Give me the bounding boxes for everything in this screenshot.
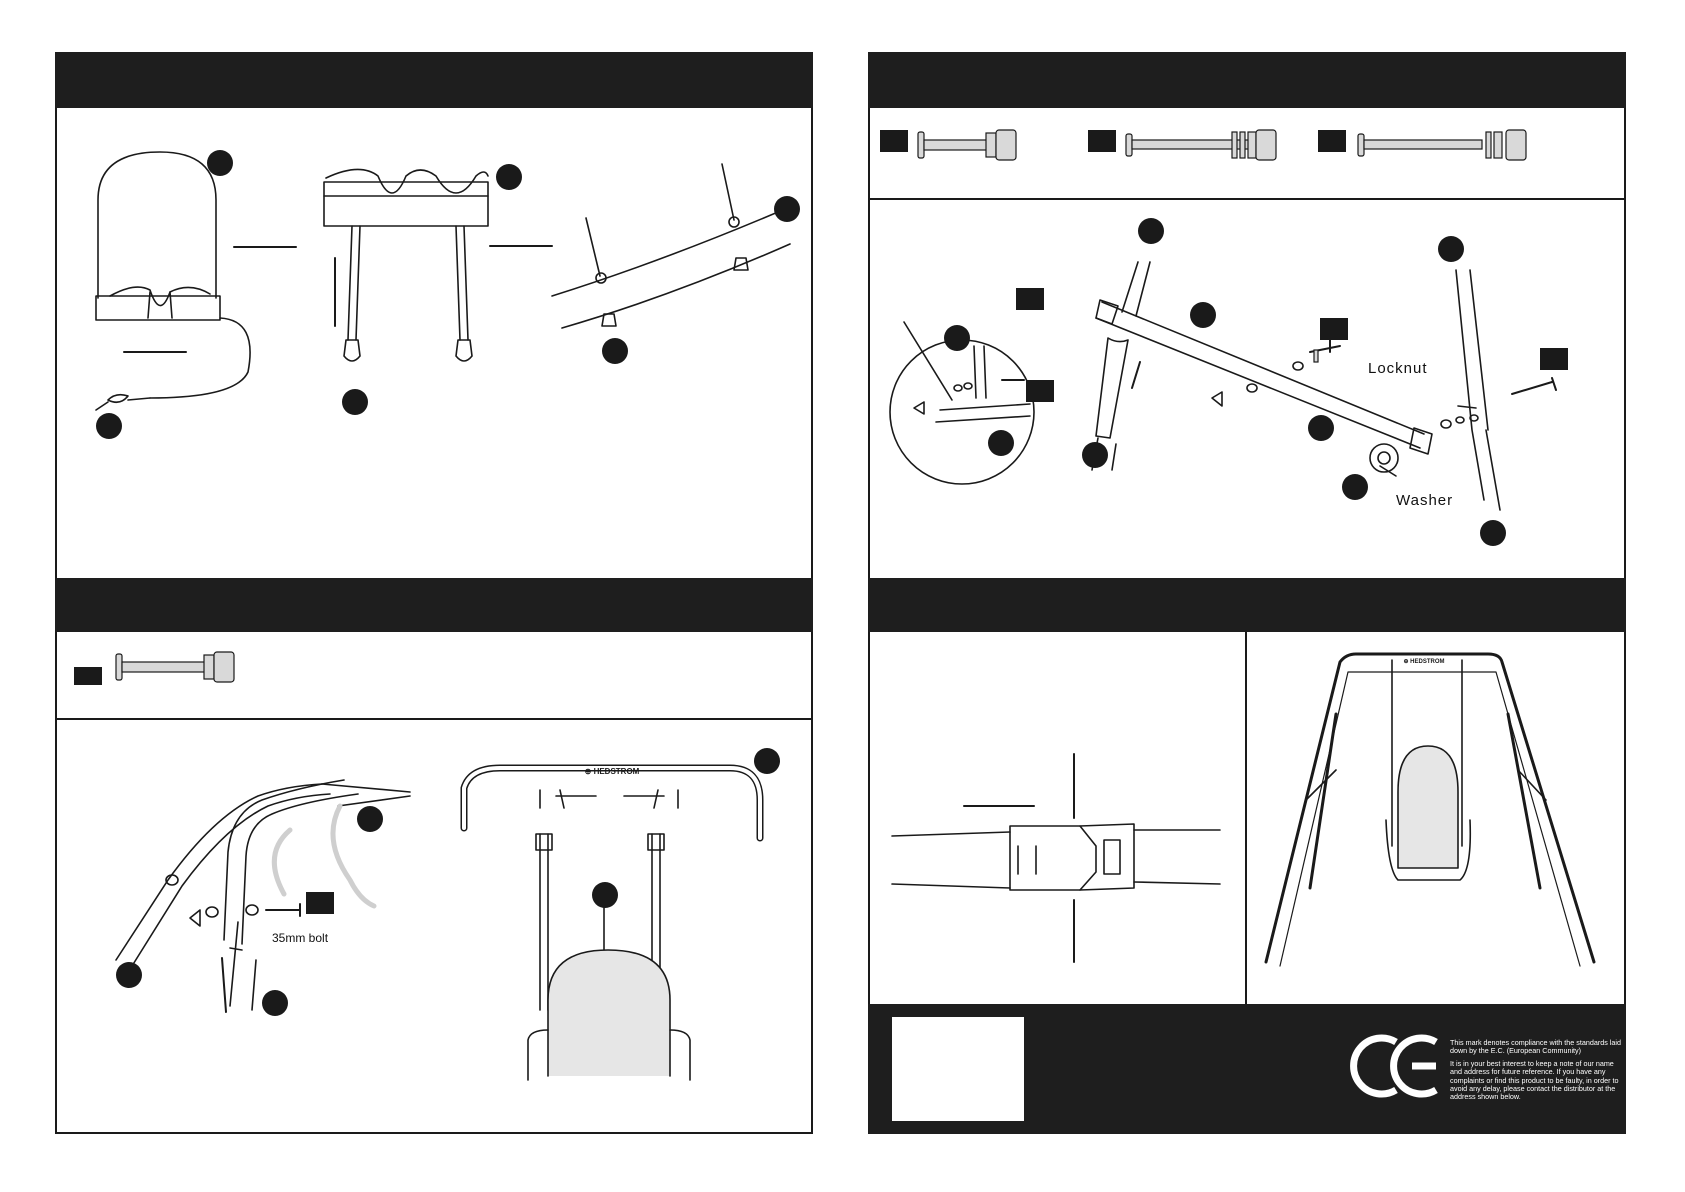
frame-joint-drawing [115, 779, 411, 1011]
seat-hanging-drawing [460, 764, 764, 1081]
callout-dot [774, 196, 800, 222]
parts-strip-divider [55, 718, 813, 720]
seat-edge-drawing [551, 163, 791, 329]
callout-dot [602, 338, 628, 364]
part-tag-hardware-1 [880, 130, 908, 152]
buckle-panel-divider [1245, 632, 1247, 1004]
callout-dot [754, 748, 780, 774]
bolt-icon-short-2 [917, 129, 1017, 161]
hardware-strip-divider [868, 198, 1626, 200]
distributor-address-box [892, 1017, 1024, 1121]
locknut-label: Locknut [1368, 360, 1428, 377]
bolt-icon-small-1 [1313, 349, 1319, 363]
step-header-bar-1 [55, 52, 813, 108]
bolt-length-label: 35mm bolt [272, 931, 329, 945]
callout-dot [1190, 302, 1216, 328]
washer-label: Washer [1396, 492, 1454, 509]
ce-compliance-line-1: This mark denotes compliance with the st… [1450, 1038, 1621, 1056]
callout-dot [116, 962, 142, 988]
bolt-icon-long-2 [1357, 129, 1527, 161]
callout-dot [1342, 474, 1368, 500]
frame-side-assembly-drawing [889, 261, 1557, 511]
callout-dot [1480, 520, 1506, 546]
callout-dot [592, 882, 618, 908]
callout-dot [1082, 442, 1108, 468]
part-tag-hardware-2 [1088, 130, 1116, 152]
callout-dot [262, 990, 288, 1016]
hedstrom-logo-seat: ⊕ HEDSTROM [585, 767, 640, 776]
part-tag-bolt-b [1016, 288, 1044, 310]
callout-dot [496, 164, 522, 190]
callout-dot [1438, 236, 1464, 262]
part-tag-bolt-e [1540, 348, 1568, 370]
bolt-icon-long-1 [1125, 129, 1277, 161]
bolt-icon-short-1 [115, 651, 235, 683]
part-tag-bolt-f [306, 892, 334, 914]
step-header-bar-3 [868, 52, 1626, 108]
step-header-bar-4 [868, 578, 1626, 632]
finished-swing-drawing [1264, 652, 1596, 967]
part-tag-hardware-3 [1318, 130, 1346, 152]
callout-dot [357, 806, 383, 832]
part-tag-bolt-a [74, 667, 102, 685]
hedstrom-logo-swing: ⊕ HEDSTROM [1403, 659, 1444, 665]
callout-dot [96, 413, 122, 439]
callout-dot [207, 150, 233, 176]
ce-mark [1350, 1034, 1438, 1098]
ce-compliance-text: This mark denotes compliance with the st… [1450, 1038, 1622, 1102]
buckle-drawing [891, 823, 1221, 891]
seat-rim-drawing [323, 168, 489, 362]
ce-compliance-line-2: It is in your best interest to keep a no… [1450, 1058, 1619, 1102]
part-tag-bolt-c [1026, 380, 1054, 402]
part-tag-bolt-d [1320, 318, 1348, 340]
callout-dot [1138, 218, 1164, 244]
callout-dot [944, 325, 970, 351]
arrow-up-2 [221, 957, 227, 1013]
callout-dot [988, 430, 1014, 456]
seat-cover-drawing [95, 151, 251, 411]
callout-dot [1308, 415, 1334, 441]
callout-dot [342, 389, 368, 415]
step-header-bar-2 [55, 578, 813, 632]
